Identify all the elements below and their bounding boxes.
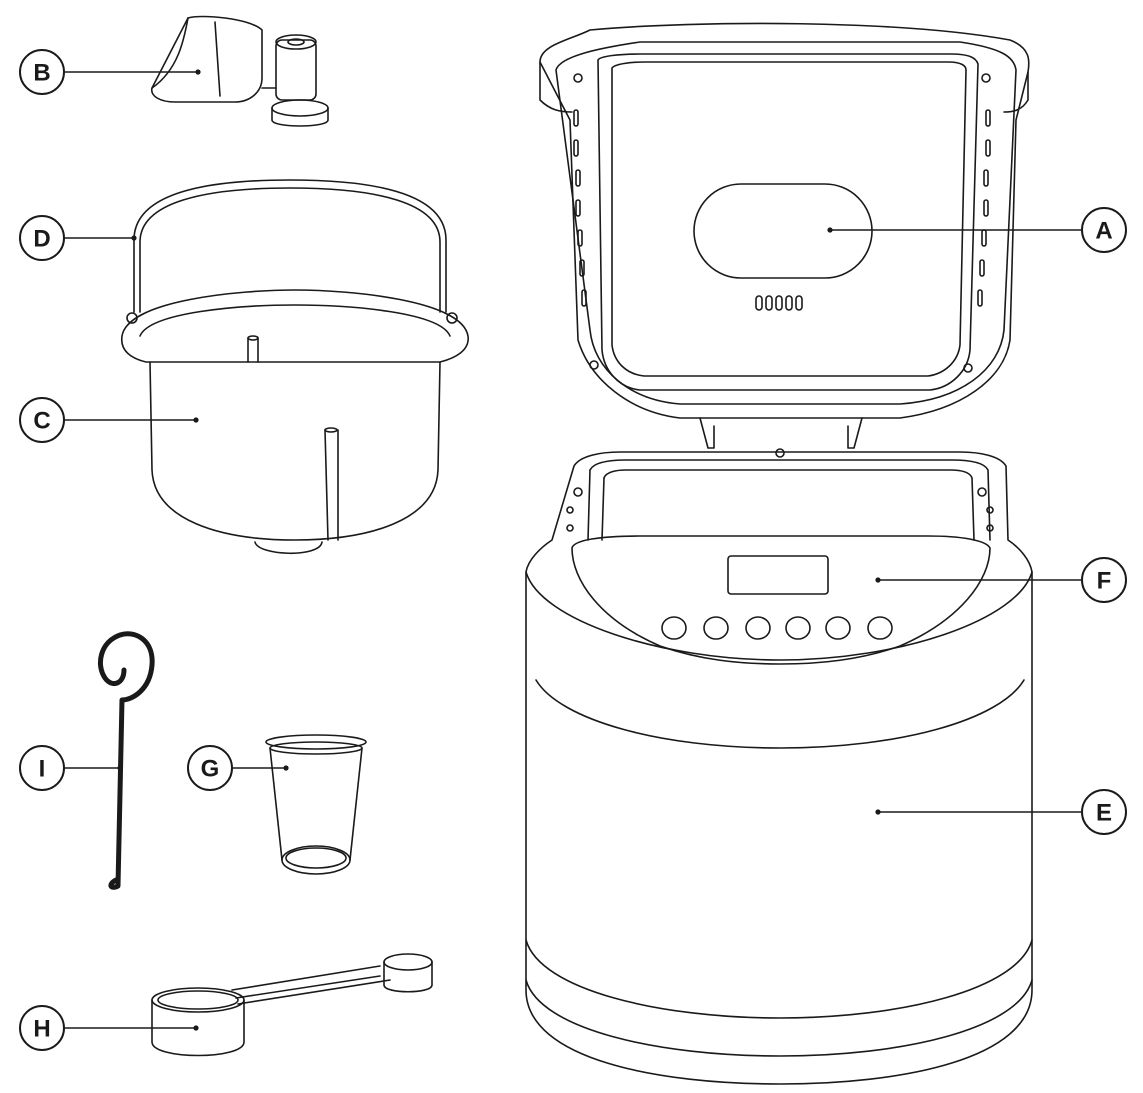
leader-dot-g bbox=[283, 765, 289, 771]
callout-i: I bbox=[19, 745, 65, 791]
callout-h: H bbox=[19, 1005, 65, 1051]
callout-circle-c bbox=[19, 397, 65, 443]
lid-window bbox=[693, 183, 873, 279]
callout-c: C bbox=[19, 397, 65, 443]
callout-label-b: B bbox=[33, 60, 50, 87]
kneading-paddle bbox=[151, 15, 329, 127]
control-panel bbox=[571, 535, 991, 665]
housing bbox=[525, 448, 1033, 1085]
paddle-hook bbox=[98, 631, 155, 890]
callout-label-c: C bbox=[33, 408, 50, 435]
callout-d: D bbox=[19, 215, 65, 261]
callout-b: B bbox=[19, 49, 65, 95]
leader-dot-a bbox=[827, 227, 833, 233]
leader-dot-b bbox=[195, 69, 201, 75]
callout-label-e: E bbox=[1096, 800, 1112, 827]
callout-circle-a bbox=[1081, 207, 1127, 253]
bread-pan bbox=[121, 289, 469, 555]
callout-label-i: I bbox=[39, 756, 46, 783]
measuring-spoon bbox=[151, 953, 433, 1057]
callout-circle-b bbox=[19, 49, 65, 95]
leader-dot-d bbox=[131, 235, 137, 241]
callout-f: F bbox=[1081, 557, 1127, 603]
measuring-cup bbox=[265, 734, 367, 875]
callout-label-d: D bbox=[33, 226, 50, 253]
callout-circle-g bbox=[187, 745, 233, 791]
callout-circle-d bbox=[19, 215, 65, 261]
callout-label-g: G bbox=[201, 756, 220, 783]
machine-lid bbox=[539, 22, 1030, 449]
callout-label-f: F bbox=[1097, 568, 1112, 595]
leader-dot-c bbox=[193, 417, 199, 423]
callout-circle-e bbox=[1081, 789, 1127, 835]
callout-label-h: H bbox=[33, 1016, 50, 1043]
callout-circle-h bbox=[19, 1005, 65, 1051]
callout-circle-f bbox=[1081, 557, 1127, 603]
callout-g: G bbox=[187, 745, 233, 791]
leader-lines bbox=[64, 69, 1082, 1031]
callout-a: A bbox=[1081, 207, 1127, 253]
leader-dot-h bbox=[193, 1025, 199, 1031]
callout-label-a: A bbox=[1095, 218, 1112, 245]
leader-dot-i bbox=[117, 765, 123, 771]
callout-circle-i bbox=[19, 745, 65, 791]
callout-e: E bbox=[1081, 789, 1127, 835]
leader-dot-e bbox=[875, 809, 881, 815]
leader-dot-f bbox=[875, 577, 881, 583]
